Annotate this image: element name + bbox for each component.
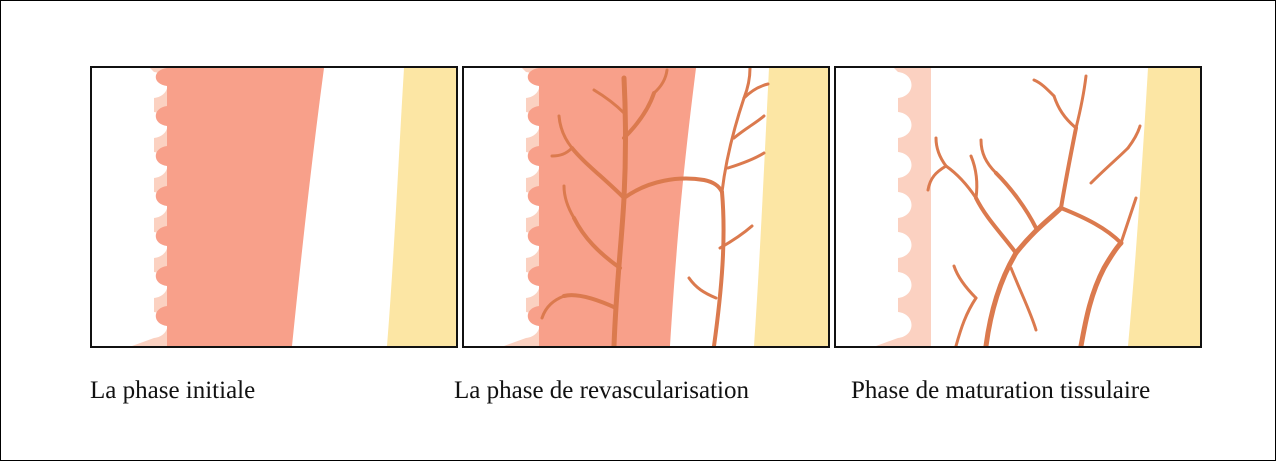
bone-layer [387, 68, 456, 346]
pulp-tissue [156, 68, 324, 346]
bone-layer [754, 68, 828, 346]
caption-revascularisation-phase: La phase de revascularisation [454, 373, 749, 409]
revascularisation-illustration [464, 68, 828, 346]
maturation-illustration [836, 68, 1200, 346]
caption-initial-phase: La phase initiale [90, 373, 255, 409]
panel-revascularisation-phase [462, 66, 830, 348]
panel-maturation-phase [834, 66, 1202, 348]
caption-maturation-phase: Phase de maturation tissulaire [851, 373, 1150, 409]
initial-phase-illustration [92, 68, 456, 346]
panel-initial-phase [90, 66, 458, 348]
blood-vessels [928, 76, 1140, 346]
tooth-wall [876, 68, 931, 346]
bone-layer [1128, 68, 1200, 346]
